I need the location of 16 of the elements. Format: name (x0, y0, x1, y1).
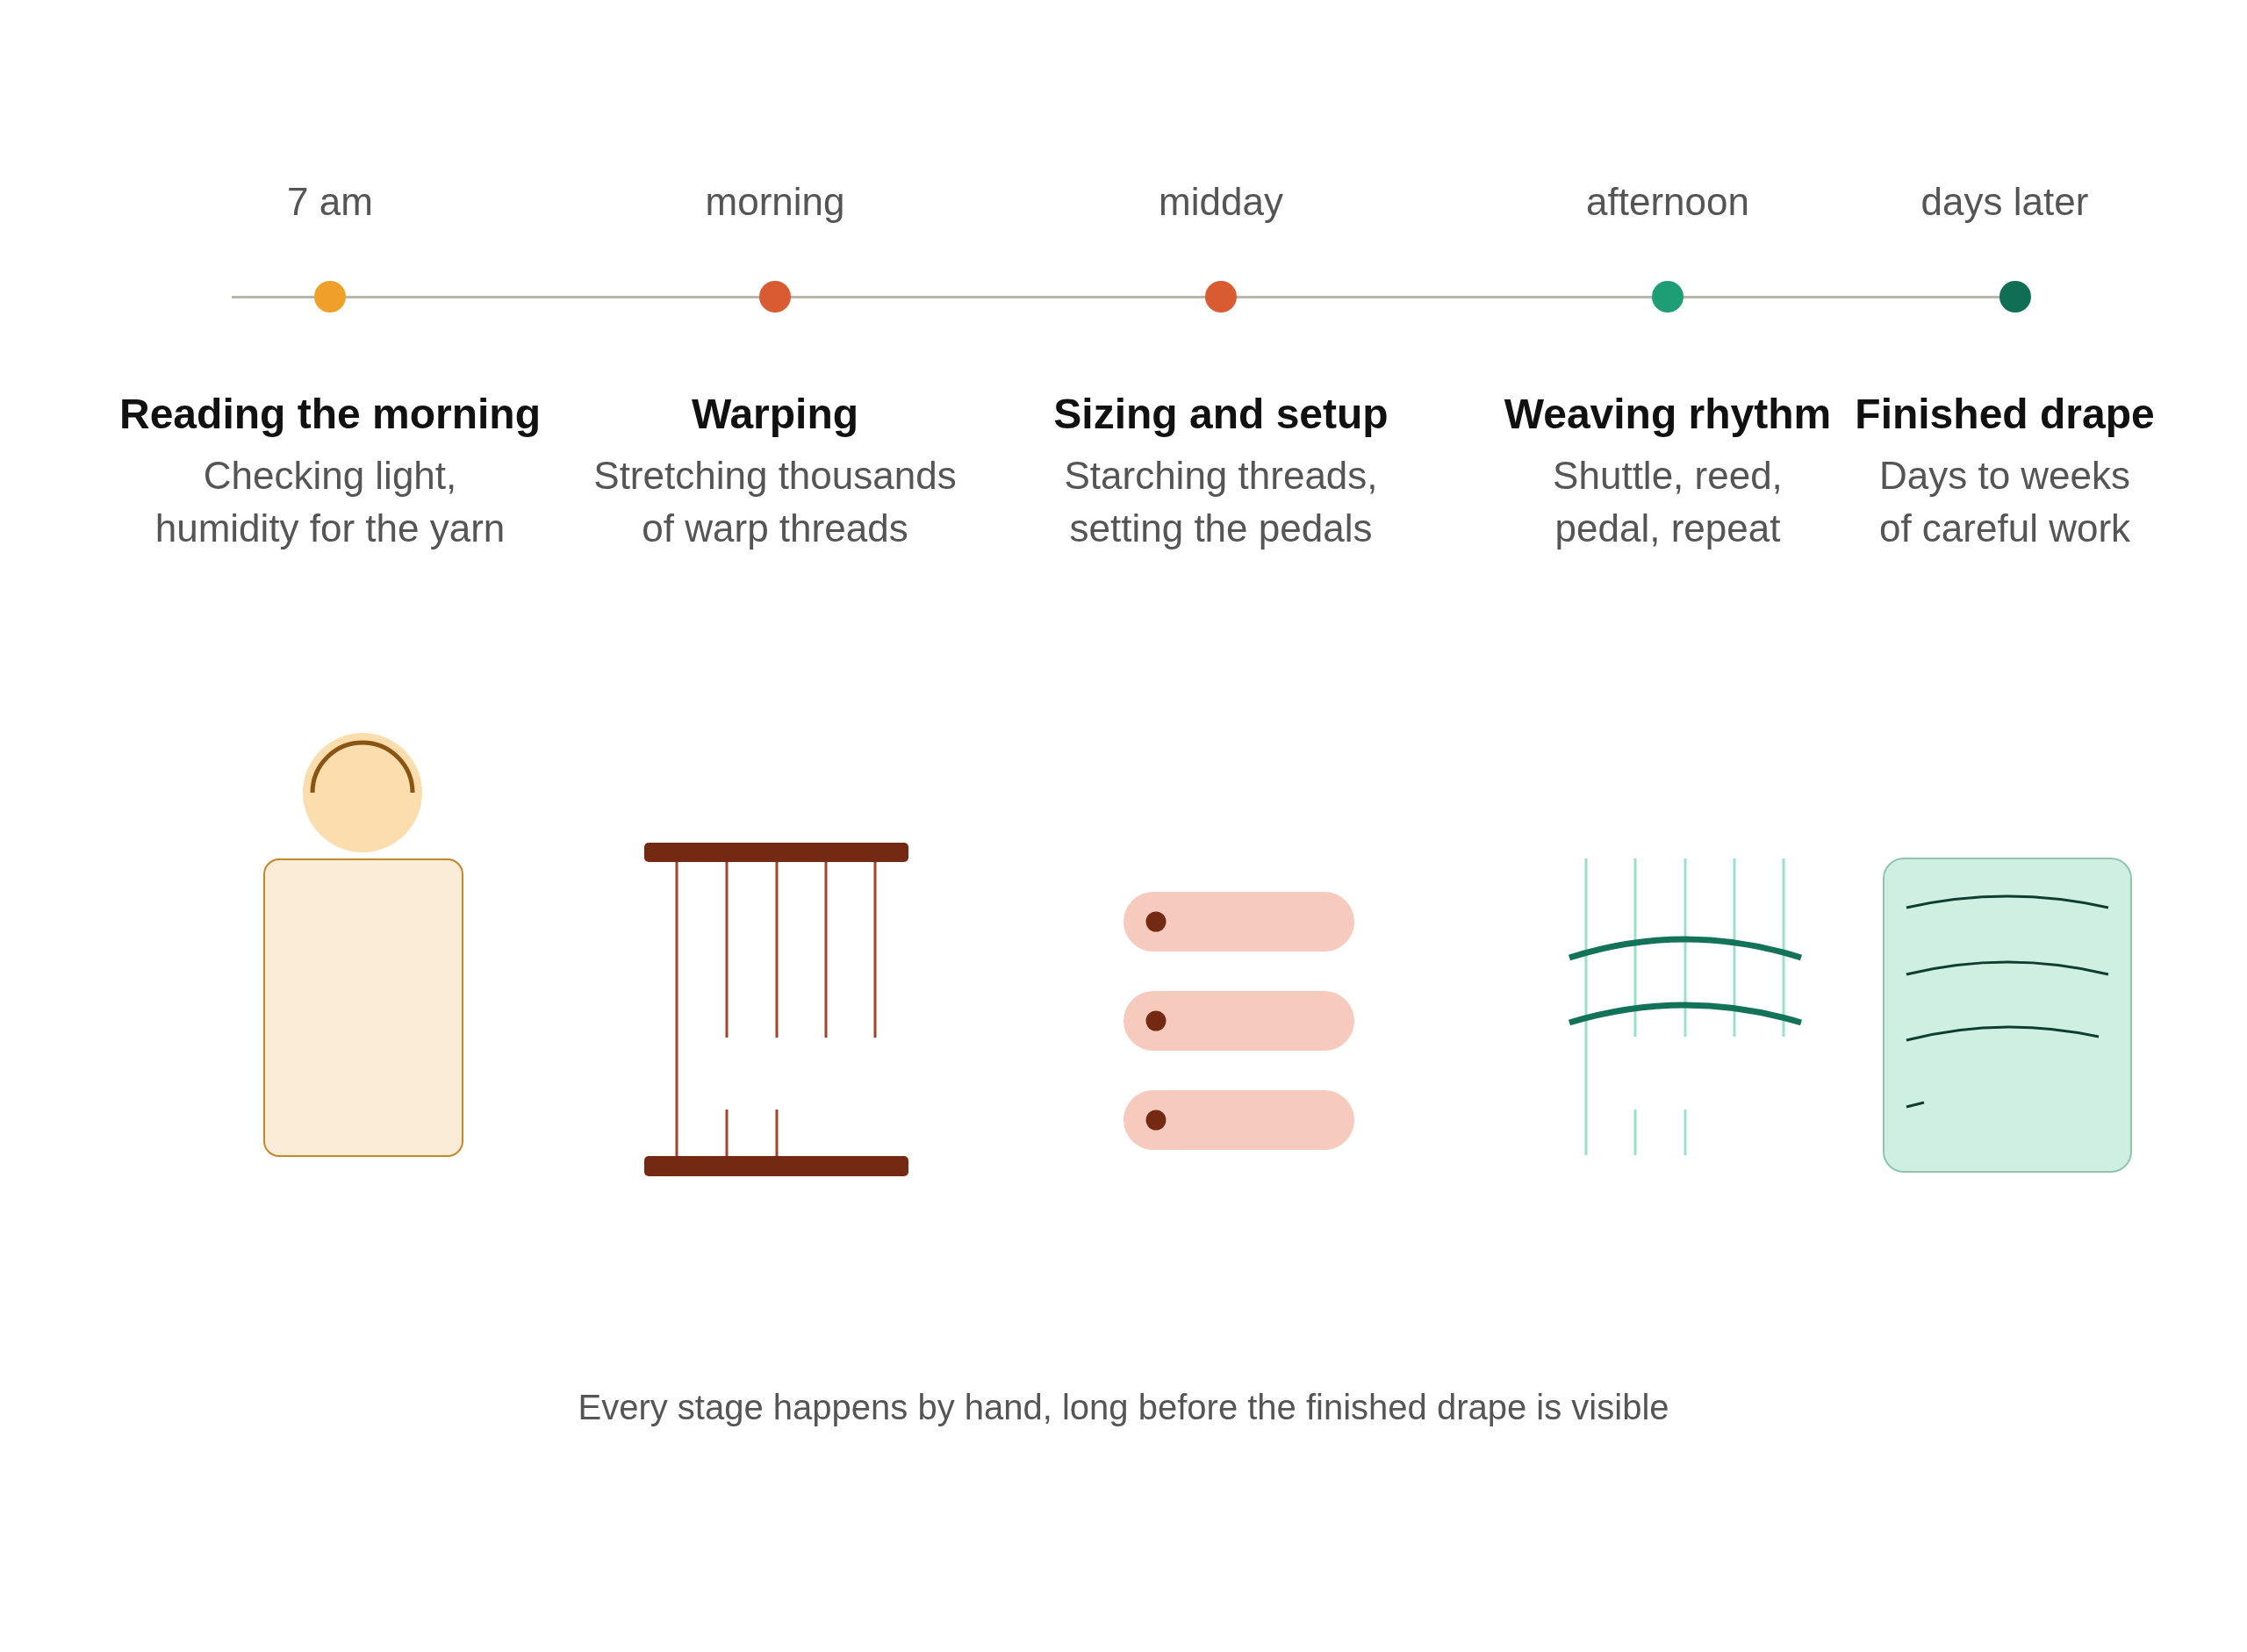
stage-title: Weaving rhythm (1504, 390, 1832, 439)
stage-description: Stretching thousands of warp threads (592, 453, 958, 551)
time-label: days later (1920, 179, 2089, 225)
stage-title: Warping (691, 390, 859, 439)
time-label: 7 am (287, 179, 373, 225)
stage-title: Sizing and setup (1053, 390, 1389, 439)
stage-title: Finished drape (1855, 390, 2155, 439)
stage-description: Shuttle, reed, pedal, repeat (1552, 453, 1784, 551)
stage-title: Reading the morning (119, 390, 541, 439)
stage-description: Starching threads, setting the pedals (1063, 453, 1379, 551)
time-label: afternoon (1586, 179, 1749, 225)
stage-description: Days to weeks of careful work (1877, 453, 2132, 551)
time-label: morning (705, 179, 845, 225)
caption: Every stage happens by hand, long before the finished drape is visible (578, 1387, 1669, 1428)
stage-description: Checking light, humidity for the yarn (154, 453, 506, 551)
time-label: midday (1159, 179, 1283, 225)
